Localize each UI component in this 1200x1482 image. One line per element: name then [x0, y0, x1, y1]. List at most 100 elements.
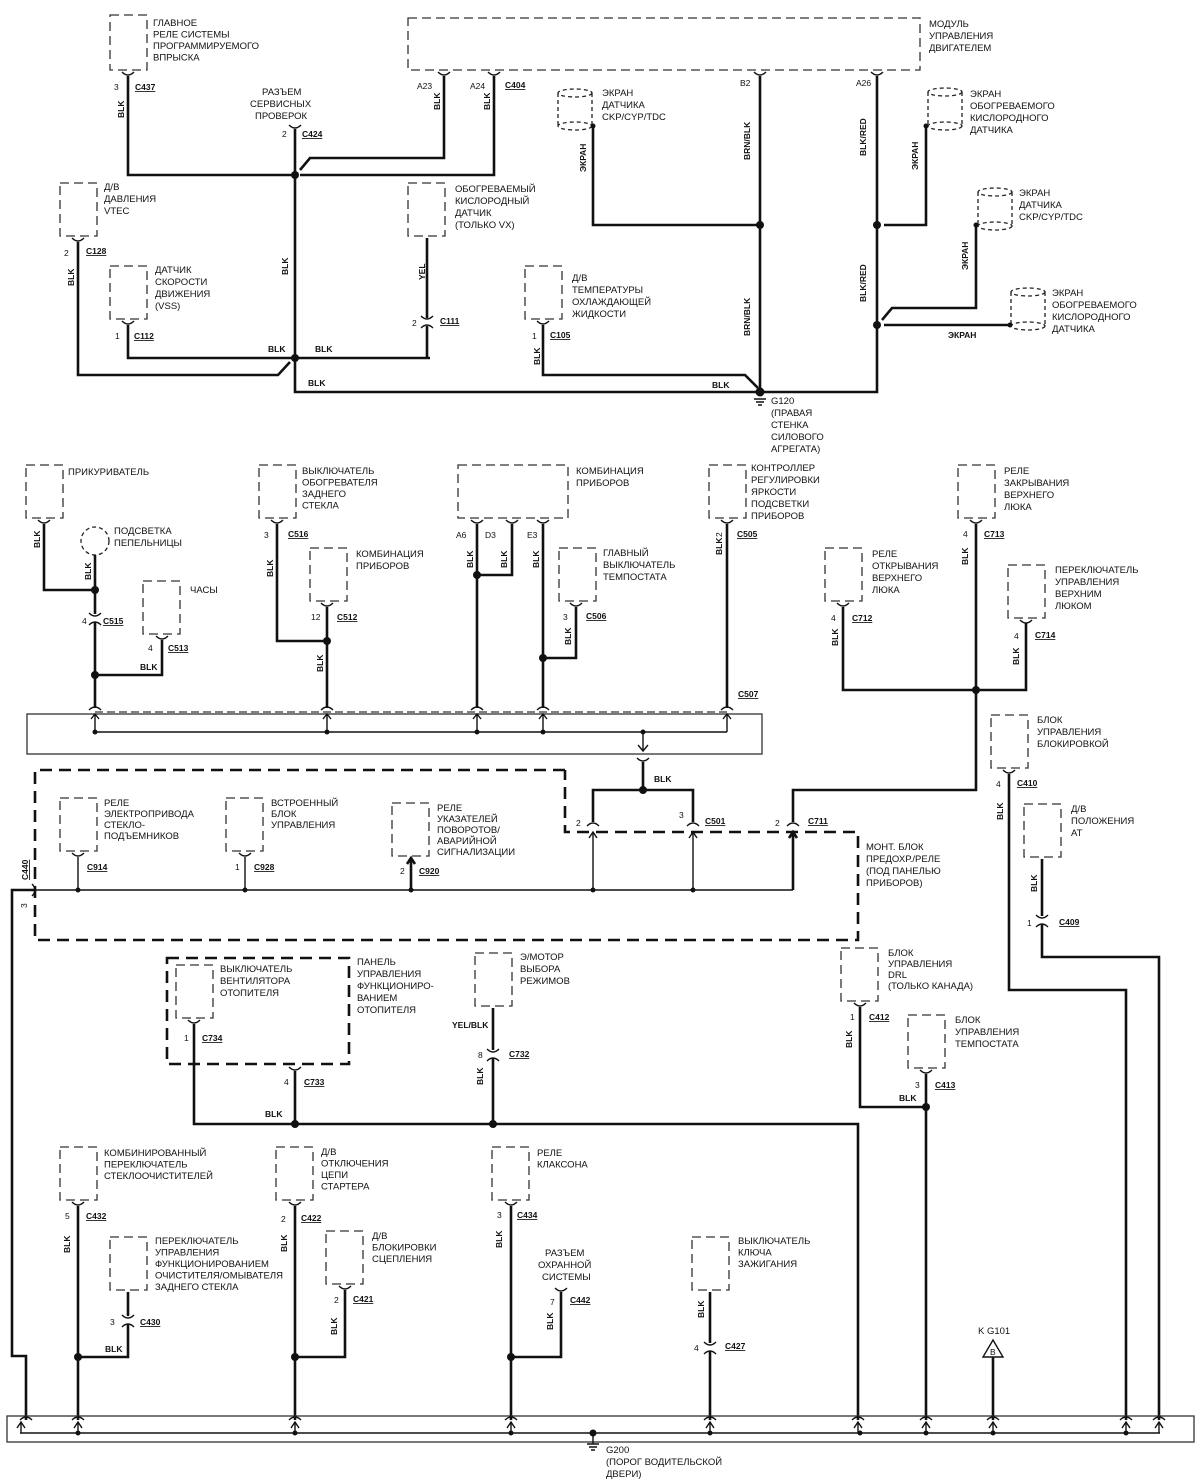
- connector-c412[interactable]: C412: [869, 1012, 890, 1022]
- pin-d3: D3: [485, 530, 496, 540]
- wire-color: BLK: [265, 559, 275, 577]
- wire-color: BLK: [268, 344, 286, 354]
- connector-c410[interactable]: C410: [1017, 778, 1038, 788]
- connector-c733[interactable]: C733: [304, 1077, 325, 1087]
- wire-color: BLK: [714, 537, 724, 555]
- pin-c112: 1: [115, 331, 120, 341]
- wire-color: BLK: [66, 268, 76, 286]
- connector-c422[interactable]: C422: [301, 1213, 322, 1223]
- connector-c409[interactable]: C409: [1059, 917, 1080, 927]
- connector-c914[interactable]: C914: [87, 862, 108, 872]
- connector-c421[interactable]: C421: [353, 1294, 374, 1304]
- wire-color: BLK: [960, 547, 970, 565]
- pin-a26: A26: [856, 78, 871, 88]
- pin-c501-a: 2: [576, 818, 581, 828]
- connector-c432[interactable]: C432: [86, 1211, 107, 1221]
- connector-c714[interactable]: C714: [1035, 630, 1056, 640]
- wire-color: BLK: [1011, 647, 1021, 665]
- connector-c711[interactable]: C711: [808, 816, 828, 826]
- pin-c424: 2: [282, 129, 287, 139]
- connector-c712[interactable]: C712: [852, 613, 873, 623]
- connector-c105[interactable]: C105: [550, 330, 571, 340]
- pin-c928: 1: [235, 862, 240, 872]
- connector-c128[interactable]: C128: [86, 246, 107, 256]
- connector-c427[interactable]: C427: [725, 1341, 746, 1351]
- connector-c112[interactable]: C112: [134, 331, 154, 341]
- connector-c507[interactable]: C507: [738, 689, 759, 699]
- wire-color: YEL/BLK: [452, 1020, 489, 1030]
- wire-color: BLK: [494, 1230, 504, 1248]
- connector-c512[interactable]: C512: [337, 612, 358, 622]
- connector-c734[interactable]: C734: [202, 1033, 223, 1043]
- connector-c501[interactable]: C501: [705, 816, 726, 826]
- pin-c515: 4: [82, 616, 87, 626]
- connector-c713[interactable]: C713: [984, 529, 1005, 539]
- connector-c515[interactable]: C515: [103, 616, 124, 626]
- wire-color: BLK: [830, 628, 840, 646]
- connector-c513[interactable]: C513: [168, 643, 189, 653]
- wire-color: BLK: [308, 378, 326, 388]
- connector-c437[interactable]: C437: [135, 82, 156, 92]
- connector-c928[interactable]: C928: [254, 862, 275, 872]
- pin-c920: 2: [400, 866, 405, 876]
- connector-c430[interactable]: C430: [140, 1317, 161, 1327]
- wire-color: BLK: [432, 92, 442, 110]
- c507-pins: [88, 706, 734, 735]
- pin-a6: A6: [456, 530, 467, 540]
- cigar-lighter: ПРИКУРИВАТЕЛЬ: [25, 464, 149, 519]
- connector-c442[interactable]: C442: [570, 1295, 591, 1305]
- pin-c713: 4: [963, 529, 968, 539]
- connector-c434[interactable]: C434: [517, 1210, 538, 1220]
- connector-c516[interactable]: C516: [288, 529, 309, 539]
- connector-c732[interactable]: C732: [509, 1049, 530, 1059]
- connector-c424[interactable]: C424: [302, 129, 323, 139]
- connector-c404[interactable]: C404: [505, 80, 526, 90]
- pin-c422: 2: [281, 1214, 286, 1224]
- pin-c427: 4: [694, 1343, 699, 1353]
- connector-c505[interactable]: C505: [737, 529, 758, 539]
- wire-color: ЭКРАН: [948, 330, 976, 340]
- connector-c440[interactable]: C440: [20, 859, 30, 880]
- g101-symbol: B: [990, 1347, 996, 1357]
- pin-c421: 2: [334, 1295, 339, 1305]
- cigar-lighter-label: ПРИКУРИВАТЕЛЬ: [68, 467, 149, 478]
- wire-color: BLK: [116, 100, 126, 118]
- wire-color: BLK: [105, 1344, 123, 1354]
- wire-color: YEL: [417, 263, 427, 280]
- connector-c920[interactable]: C920: [419, 866, 440, 876]
- pin-c733: 4: [284, 1077, 289, 1087]
- wire-color: ЭКРАН: [960, 242, 970, 270]
- connector-c413[interactable]: C413: [935, 1080, 956, 1090]
- connector-c506[interactable]: C506: [586, 611, 607, 621]
- connector-c111[interactable]: C111: [440, 316, 460, 326]
